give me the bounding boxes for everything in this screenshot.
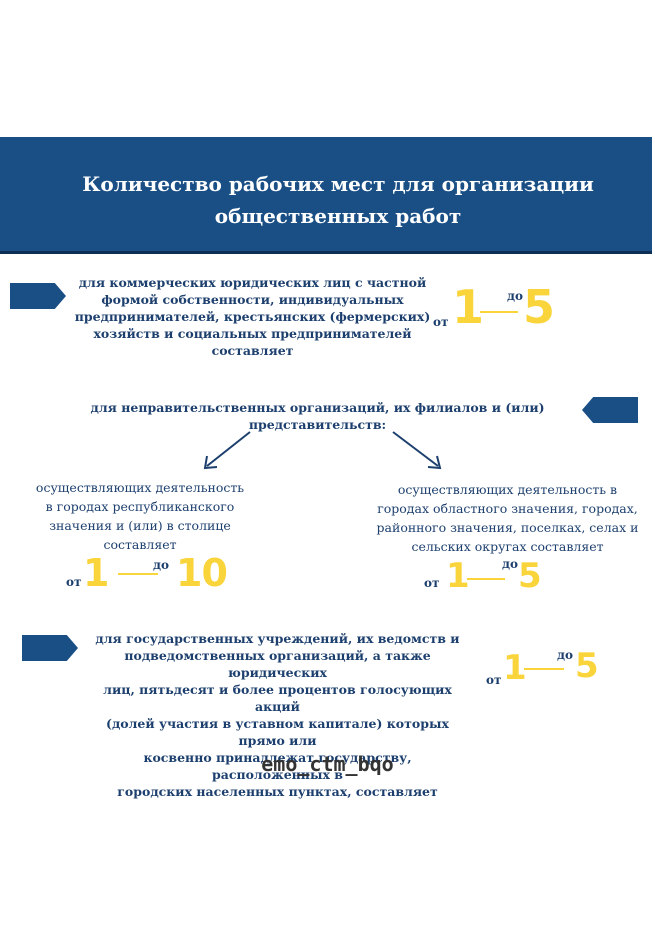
range-dash — [524, 668, 564, 670]
text-line: составляет — [103, 537, 177, 552]
text-line: значения и (или) в столице — [49, 518, 231, 533]
text-line: для неправительственных организаций, их … — [90, 400, 545, 415]
footer-handle: emo_ctm_bqo — [261, 752, 394, 776]
text-line: сельских округах составляет — [411, 539, 604, 554]
range-to-value: 5 — [523, 280, 555, 334]
text-line: подведомственных организаций, а также юр… — [124, 648, 431, 680]
commercial-entities-text: для коммерческих юридических лиц с частн… — [60, 274, 445, 359]
range-from-label: от — [486, 673, 502, 687]
title-banner — [0, 137, 652, 254]
range-to-label: до — [153, 558, 170, 572]
text-line: в городах республиканского — [45, 499, 235, 514]
text-line: районного значения, поселках, селах и — [376, 520, 639, 535]
text-line: городских населенных пунктах, составляет — [117, 784, 438, 799]
text-line: хозяйств и социальных предпринимателей — [93, 326, 412, 341]
page-title: Количество рабочих мест для организации … — [0, 168, 655, 232]
page-title-line-1: Количество рабочих мест для организации — [82, 172, 594, 196]
text-line: городах областного значения, городах, — [377, 501, 638, 516]
range-to-value: 10 — [176, 551, 228, 595]
range-to-value: 5 — [518, 556, 542, 596]
arrow-right-icon — [22, 635, 78, 661]
text-line: косвенно принадлежат государству, распол… — [143, 750, 412, 782]
arrow-head-right — [427, 455, 442, 470]
range-to-value: 5 — [575, 646, 599, 686]
range-from-label: от — [66, 575, 82, 589]
arrow-left-icon — [582, 397, 638, 423]
text-line: предпринимателей, крестьянских (фермерск… — [74, 309, 431, 324]
arrow-down-right-icon — [392, 431, 439, 467]
range-from-label: от — [424, 576, 440, 590]
text-line: для государственных учреждений, их ведом… — [95, 631, 460, 646]
capital-cities-text: осуществляющих деятельность в городах ре… — [20, 478, 260, 554]
text-line: осуществляющих деятельность — [35, 480, 245, 495]
arrow-right-icon — [10, 283, 66, 309]
range-to-label: до — [557, 648, 574, 662]
regional-cities-text: осуществляющих деятельность в городах об… — [370, 480, 645, 556]
arrow-head-left — [203, 455, 218, 470]
page-title-line-2: общественных работ — [214, 204, 462, 228]
range-from-value: 1 — [452, 280, 484, 334]
text-line: составляет — [211, 343, 294, 358]
range-from-value: 1 — [503, 648, 527, 688]
range-to-label: до — [502, 557, 519, 571]
text-line: лиц, пятьдесят и более процентов голосую… — [103, 682, 452, 714]
arrow-down-left-icon — [206, 431, 251, 467]
range-dash — [480, 311, 518, 313]
range-dash — [118, 573, 158, 575]
state-institutions-text: для государственных учреждений, их ведом… — [90, 630, 465, 800]
range-from-value: 1 — [446, 556, 470, 596]
text-line: (долей участия в уставном капитале) кото… — [106, 716, 449, 748]
text-line: формой собственности, индивидуальных — [101, 292, 404, 307]
range-to-label: до — [507, 289, 524, 303]
text-line: представительств: — [248, 417, 387, 432]
range-from-label: от — [433, 315, 449, 329]
range-dash — [467, 578, 505, 580]
text-line: осуществляющих деятельность в — [397, 482, 618, 497]
text-line: для коммерческих юридических лиц с частн… — [78, 275, 427, 290]
range-from-value: 1 — [83, 551, 109, 595]
ngo-text: для неправительственных организаций, их … — [90, 399, 545, 433]
